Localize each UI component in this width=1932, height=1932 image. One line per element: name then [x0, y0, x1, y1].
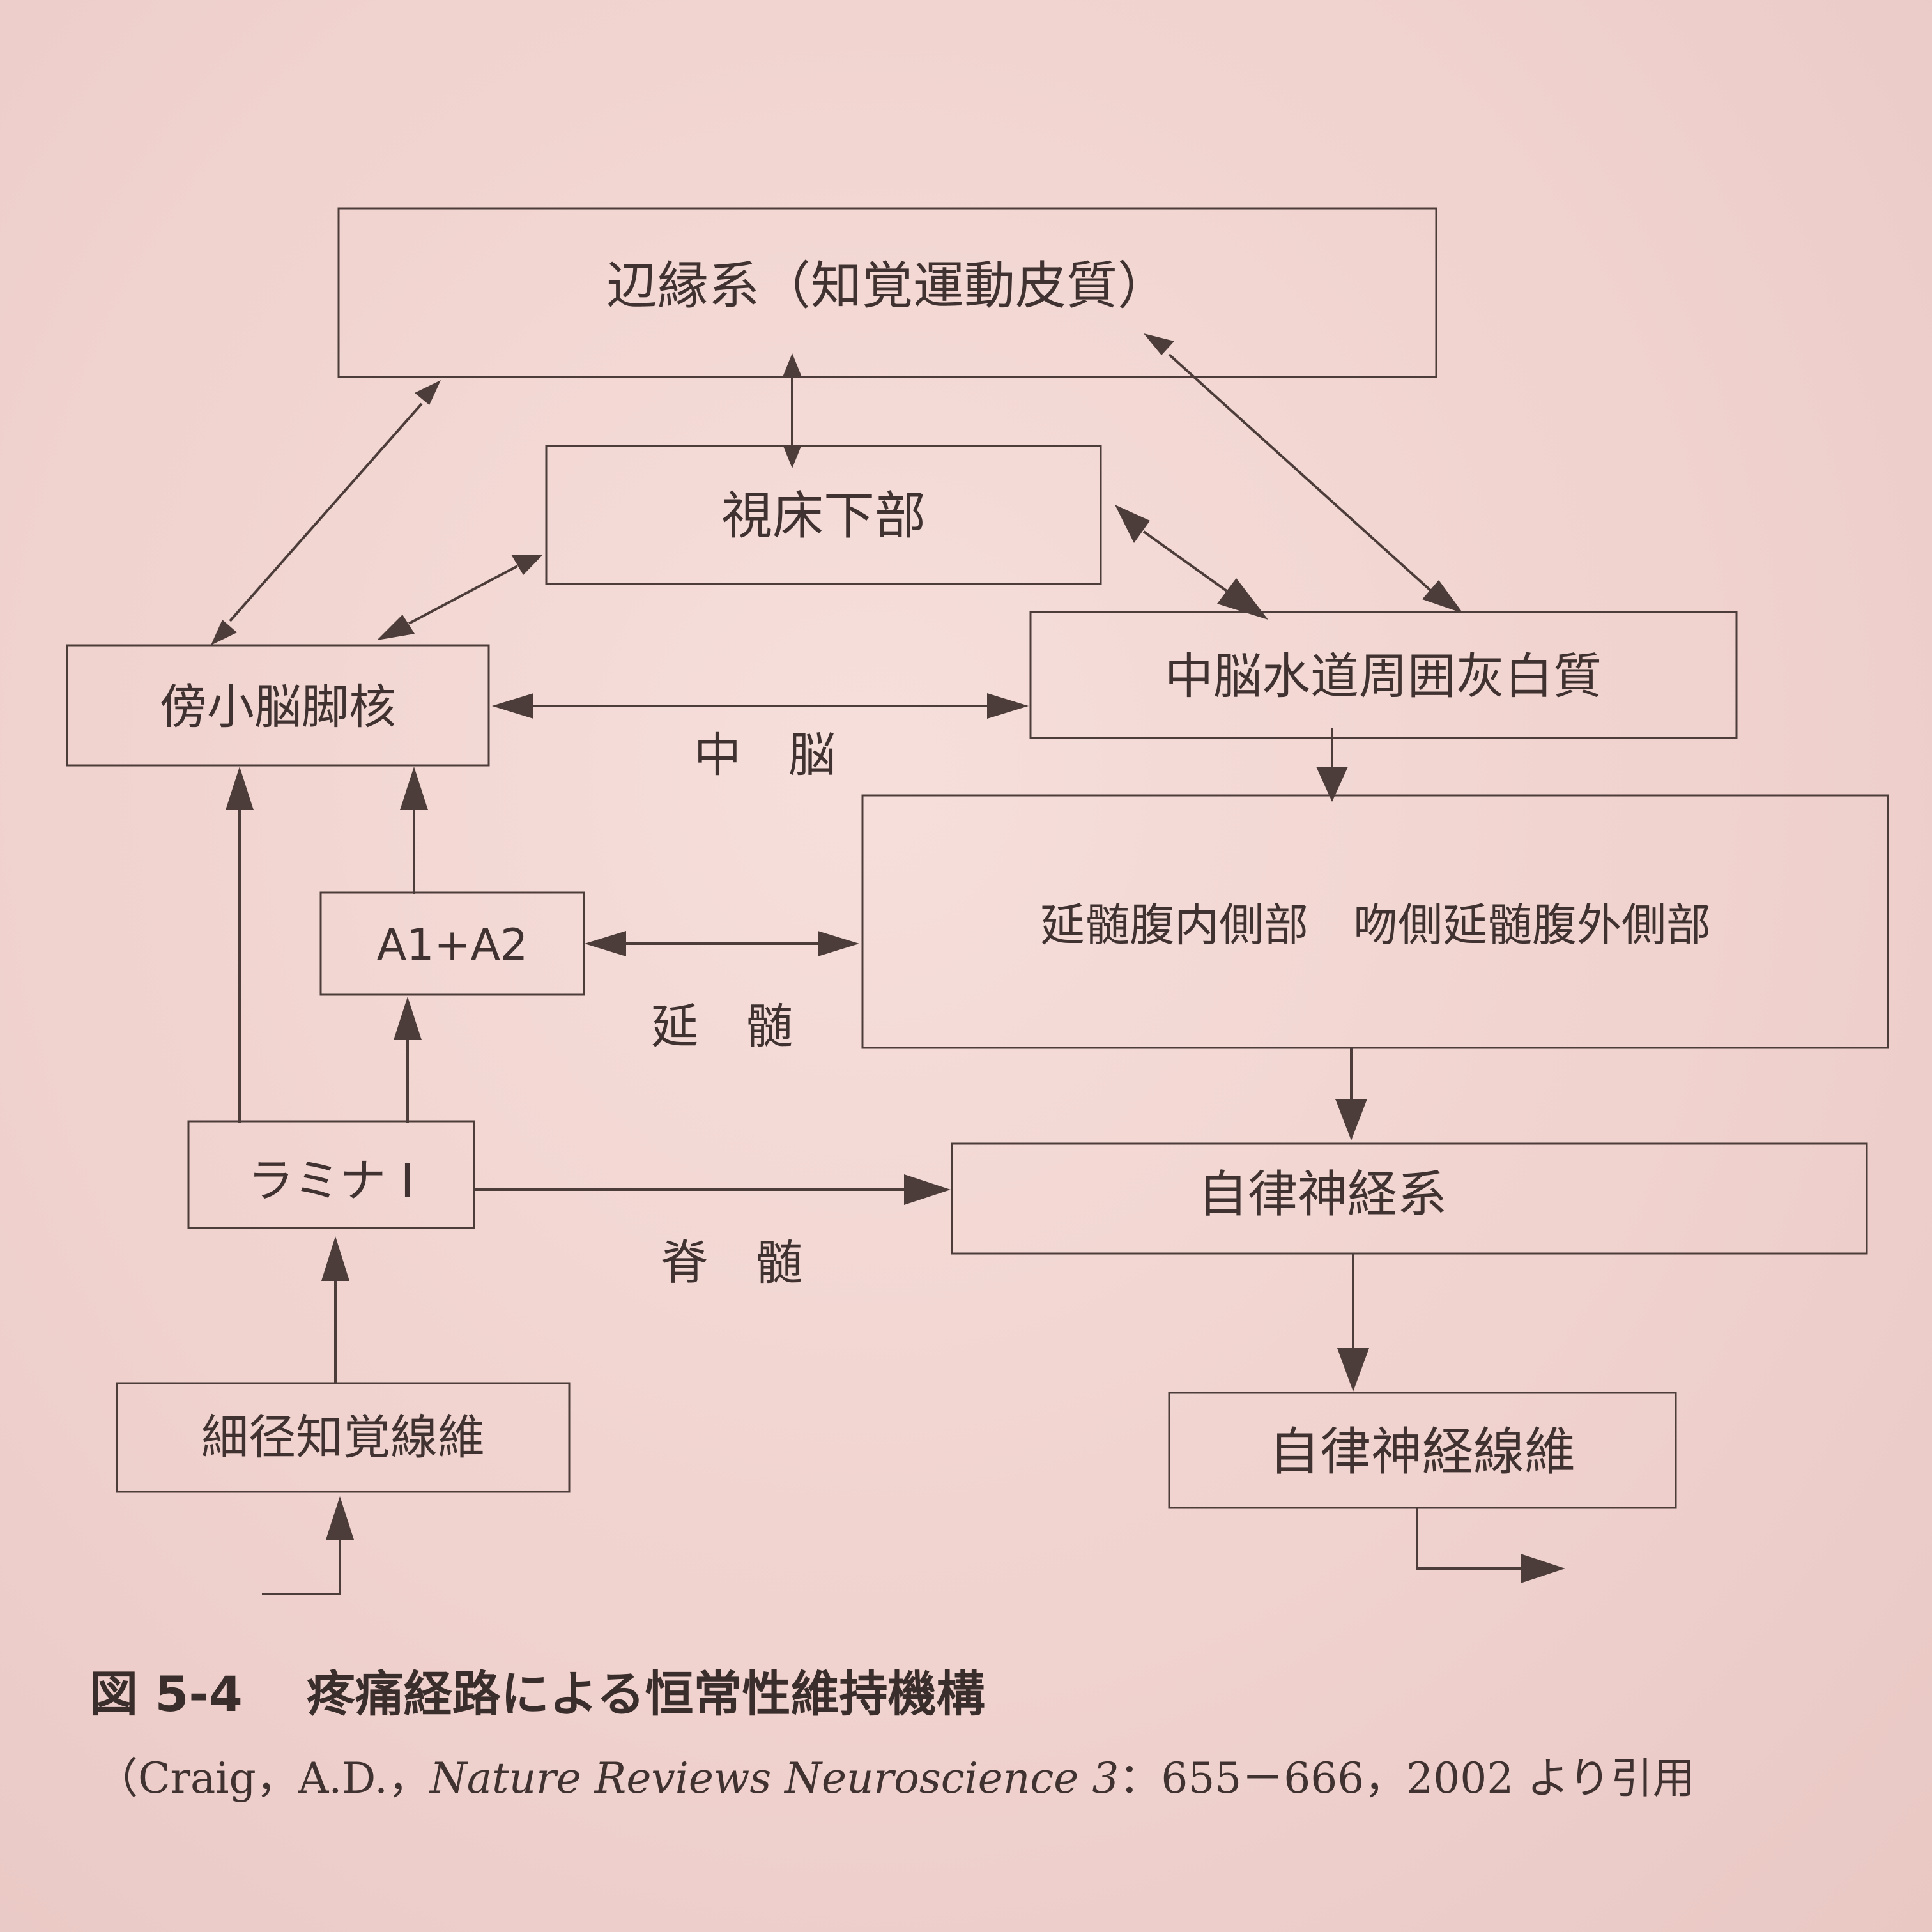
arrowhead [492, 693, 533, 719]
lamina-box [187, 1120, 475, 1229]
arrowhead [783, 445, 802, 468]
input-line [262, 1537, 341, 1595]
arrowhead [511, 555, 543, 575]
pag-label: 中脳水道周囲灰白質 [1165, 648, 1602, 705]
midbrain-label: 中 脳 [694, 728, 836, 783]
arrowhead [211, 620, 237, 645]
arrowhead [818, 931, 859, 956]
limbic-pag-line [1168, 353, 1432, 592]
hypothalamus-pag-line [1142, 530, 1228, 592]
arrowhead [1335, 1099, 1367, 1140]
autonomic-fibers-box [1168, 1392, 1677, 1509]
arrowhead [226, 767, 254, 810]
ans-label: 自律神経系 [1198, 1166, 1447, 1223]
arrowhead [1422, 580, 1463, 613]
spinal-cord-label: 脊 髄 [661, 1236, 802, 1291]
arrowhead [1144, 334, 1174, 355]
arrowhead [1337, 1348, 1369, 1392]
arrowhead [1521, 1554, 1565, 1583]
limbic-box [337, 207, 1438, 378]
figure-caption: 図 5-4 疼痛経路による恒常性維持機構 [89, 1655, 985, 1725]
pag-box [1029, 611, 1738, 739]
arrowhead [585, 931, 626, 956]
small-fibers-box [116, 1382, 571, 1493]
lamina-label: ラミナ I [248, 1154, 414, 1208]
parabrachial-box [66, 644, 490, 767]
arrowhead [326, 1496, 354, 1540]
arrowhead [1217, 578, 1268, 620]
medulla-box-label: 延髄腹内側部 吻側延髄腹外側部 [1040, 899, 1711, 951]
arrowhead [783, 353, 802, 377]
arrowhead [415, 380, 441, 405]
medulla-label: 延 髄 [651, 999, 793, 1054]
arrowhead [394, 997, 422, 1040]
output-line [1416, 1508, 1524, 1570]
limbic-label: 辺縁系（知覚運動皮質） [606, 256, 1169, 316]
hypothalamus-parabrachial-line [408, 565, 518, 625]
a1a2-box [319, 891, 585, 996]
arrowhead [400, 767, 428, 810]
figure-number: 図 5-4 [89, 1666, 243, 1722]
ans-box [951, 1142, 1868, 1255]
arrowhead [987, 693, 1029, 719]
citation: （Craig，A.D.，Nature Reviews Neuroscience … [96, 1744, 1695, 1805]
arrowhead [1115, 505, 1150, 543]
medulla-box [861, 794, 1889, 1049]
hypothalamus-label: 視床下部 [721, 486, 926, 546]
arrowhead [904, 1174, 951, 1205]
hypothalamus-box [545, 445, 1102, 585]
citation-suffix: ：655－666，2002 より引用 [1119, 1754, 1695, 1803]
autonomic-fibers-label: 自律神経線維 [1269, 1422, 1575, 1482]
parabrachial-label: 傍小脳脚核 [160, 680, 396, 735]
arrowhead [321, 1236, 349, 1281]
limbic-parabrachial-line [229, 402, 423, 622]
arrowhead [377, 615, 415, 640]
figure-title: 疼痛経路による恒常性維持機構 [306, 1666, 985, 1722]
citation-prefix: （Craig，A.D.， [96, 1754, 430, 1803]
small-fibers-label: 細径知覚線維 [201, 1410, 485, 1465]
arrowhead [1316, 767, 1348, 802]
a1a2-label: A1+A2 [377, 920, 528, 970]
citation-journal: Nature Reviews Neuroscience 3 [429, 1754, 1119, 1803]
